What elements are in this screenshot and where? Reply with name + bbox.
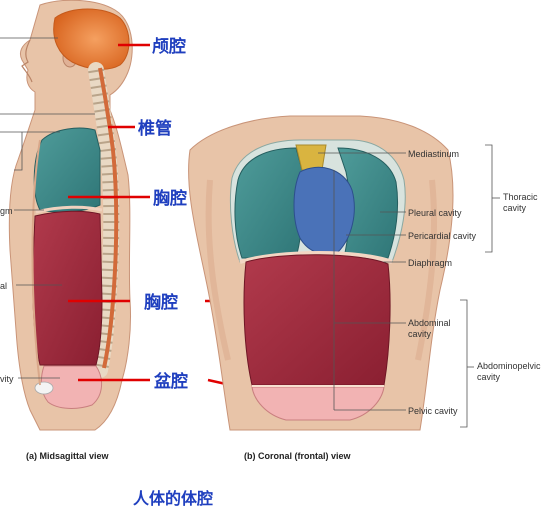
left-cut-label-pelvic: vity xyxy=(0,374,14,384)
right-abdominal-cavity xyxy=(243,254,391,386)
caption-coronal: (b) Coronal (frontal) view xyxy=(244,451,351,461)
right-leader-lines xyxy=(318,144,500,428)
label-spinal-canal: 椎管 xyxy=(137,118,172,139)
label-thoracic-line2: cavity xyxy=(503,203,527,213)
label-abdominal-cavity-line2: cavity xyxy=(408,329,432,339)
label-abdominopelvic-line1: Abdominopelvic xyxy=(477,361,541,371)
label-pleural-cavity: Pleural cavity xyxy=(408,208,462,218)
label-diaphragm: Diaphragm xyxy=(408,258,452,268)
label-pericardial-cavity: Pericardial cavity xyxy=(408,231,477,241)
left-diaphragm xyxy=(35,205,103,214)
label-thoracic-cavity: 胸腔 xyxy=(153,188,187,209)
right-pelvic-cavity xyxy=(251,386,385,421)
label-abdominal-cavity-line1: Abdominal xyxy=(408,318,451,328)
label-pelvic-cavity: 盆腔 xyxy=(153,371,188,392)
label-abdominopelvic-line2: cavity xyxy=(477,372,501,382)
left-arm xyxy=(31,139,41,386)
caption-midsagittal: (a) Midsagittal view xyxy=(26,451,110,461)
figure-title: 人体的体腔 xyxy=(133,489,213,508)
label-cranial-cavity: 颅腔 xyxy=(152,36,186,57)
label-abdominal-cavity: 胸腔 xyxy=(144,292,178,313)
right-diaphragm xyxy=(239,251,393,264)
coronal-figure xyxy=(188,115,454,431)
left-vertebrae xyxy=(88,68,120,372)
right-pericardial-cavity xyxy=(293,166,355,255)
label-pelvic-cavity-en: Pelvic cavity xyxy=(408,406,458,416)
red-pointers-left xyxy=(68,43,150,382)
label-thoracic-line1: Thoracic xyxy=(503,192,538,202)
torso-shading xyxy=(205,179,438,361)
left-thoracic-cavity xyxy=(33,127,101,213)
face-profile xyxy=(21,39,33,83)
left-cranial-cavity xyxy=(53,8,130,70)
left-cut-label-abdominal: al xyxy=(0,281,7,291)
left-hand xyxy=(34,381,54,395)
left-leader-lines xyxy=(0,37,95,379)
left-cut-label-diaphragm: gm xyxy=(0,206,13,216)
label-mediastinum: Mediastinum xyxy=(408,149,459,159)
midsagittal-figure xyxy=(8,0,133,431)
left-spinal-canal xyxy=(98,67,119,369)
left-abdominal-cavity xyxy=(32,210,103,366)
